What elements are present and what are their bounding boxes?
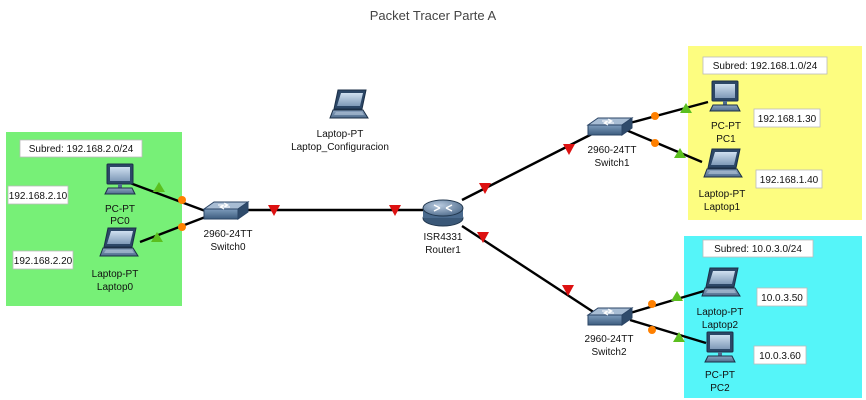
svg-text:PC-PT: PC-PT [705,370,735,381]
svg-text:192.168.1.30: 192.168.1.30 [758,114,817,125]
svg-text:Laptop-PT: Laptop-PT [92,269,139,280]
subnet-label-a: Subred: 192.168.2.0/24 [19,139,143,158]
svg-text:PC2: PC2 [710,383,730,394]
svg-text:Router1: Router1 [425,245,461,256]
ip-label-laptop2: 10.0.3.50 [756,287,808,307]
link-mid-indicator [651,112,659,120]
link-mid-indicator [648,326,656,334]
device-pc1[interactable]: PC-PT PC1 [709,80,741,145]
device-laptop0[interactable]: Laptop-PT Laptop0 [92,227,139,293]
link-down-indicator [563,144,575,155]
svg-text:Laptop1: Laptop1 [704,202,741,213]
svg-text:192.168.1.40: 192.168.1.40 [760,175,819,186]
pc-icon [709,80,741,112]
link-mid-indicator [178,223,186,231]
link-switch1-pc1[interactable] [625,100,709,126]
switch-icon [203,201,249,220]
svg-text:Subred: 192.168.2.0/24: Subred: 192.168.2.0/24 [29,144,134,155]
svg-text:Switch2: Switch2 [591,347,626,358]
svg-text:192.168.2.20: 192.168.2.20 [14,256,73,267]
svg-text:Laptop2: Laptop2 [702,320,739,331]
link-down-indicator [268,205,280,216]
svg-text:Laptop0: Laptop0 [97,282,134,293]
svg-text:Laptop-PT: Laptop-PT [699,189,746,200]
svg-text:Subred: 10.0.3.0/24: Subred: 10.0.3.0/24 [714,244,802,255]
device-laptop1[interactable]: Laptop-PT Laptop1 [699,148,746,213]
laptop-icon [329,89,369,119]
link-up-indicator [153,182,165,192]
switch-icon [587,307,633,326]
svg-text:2960-24TT: 2960-24TT [585,334,634,345]
links-layer [129,100,709,345]
device-pc2[interactable]: PC-PT PC2 [704,331,736,394]
device-switch1[interactable]: 2960-24TT Switch1 [587,117,637,169]
svg-text:Laptop-PT: Laptop-PT [697,307,744,318]
zone-lan-a-area [6,132,182,306]
subnet-label-c: Subred: 10.0.3.0/24 [702,239,814,258]
link-mid-indicator [178,196,186,204]
device-laptop-config[interactable]: Laptop-PT Laptop_Configuracion [291,89,389,153]
svg-text:2960-24TT: 2960-24TT [204,229,253,240]
ip-label-laptop1: 192.168.1.40 [755,169,823,189]
device-pc0[interactable]: PC-PT PC0 [104,163,136,227]
svg-text:PC0: PC0 [110,216,130,227]
link-down-indicator [479,183,491,194]
ip-label-pc0: 192.168.2.10 [7,185,69,205]
pc-icon [104,163,136,195]
link-indicators [151,103,692,342]
link-up-indicator [674,148,686,158]
ip-label-pc2: 10.0.3.60 [753,345,807,365]
link-up-indicator [680,103,692,113]
link-down-indicator [389,205,401,216]
svg-text:Switch1: Switch1 [594,158,629,169]
link-mid-indicator [651,139,659,147]
svg-text:10.0.3.60: 10.0.3.60 [759,351,801,362]
router-icon [422,199,464,227]
link-mid-indicator [648,300,656,308]
svg-text:10.0.3.50: 10.0.3.50 [761,293,803,304]
device-laptop2[interactable]: Laptop-PT Laptop2 [697,267,744,331]
link-router1-switch2[interactable] [461,224,599,317]
device-switch2[interactable]: 2960-24TT Switch2 [585,307,634,358]
link-down-indicator [562,285,574,296]
device-switch0[interactable]: 2960-24TT Switch0 [203,201,253,253]
link-switch1-laptop1[interactable] [625,128,703,164]
svg-text:Laptop-PT: Laptop-PT [317,129,364,140]
link-switch2-pc2[interactable] [629,318,707,345]
svg-text:Subred: 192.168.1.0/24: Subred: 192.168.1.0/24 [713,61,818,72]
subnet-label-b: Subred: 192.168.1.0/24 [702,56,828,75]
svg-text:PC-PT: PC-PT [711,121,741,132]
link-pc0-switch0[interactable] [129,181,209,214]
ip-label-pc1: 192.168.1.30 [753,108,821,128]
page-title: Packet Tracer Parte A [370,8,497,23]
pc-icon [704,331,736,363]
link-up-indicator [151,232,163,242]
svg-text:PC-PT: PC-PT [105,204,135,215]
svg-text:192.168.2.10: 192.168.2.10 [9,191,68,202]
svg-text:Laptop_Configuracion: Laptop_Configuracion [291,142,389,153]
switch-icon [587,117,633,136]
link-switch2-laptop2[interactable] [629,289,705,315]
svg-text:PC1: PC1 [716,134,736,145]
svg-text:Switch0: Switch0 [210,242,245,253]
zone-lan-b-area [688,46,862,220]
link-up-indicator [671,291,683,301]
link-laptop0-switch0[interactable] [139,214,209,244]
link-down-indicator [477,232,489,243]
svg-text:2960-24TT: 2960-24TT [588,145,637,156]
ip-label-laptop0: 192.168.2.20 [12,250,74,270]
device-router1[interactable]: ISR4331 Router1 [422,199,464,256]
link-router1-switch1[interactable] [461,132,593,202]
link-up-indicator [673,332,685,342]
svg-text:ISR4331: ISR4331 [424,232,463,243]
zone-lan-c-area [684,236,862,398]
